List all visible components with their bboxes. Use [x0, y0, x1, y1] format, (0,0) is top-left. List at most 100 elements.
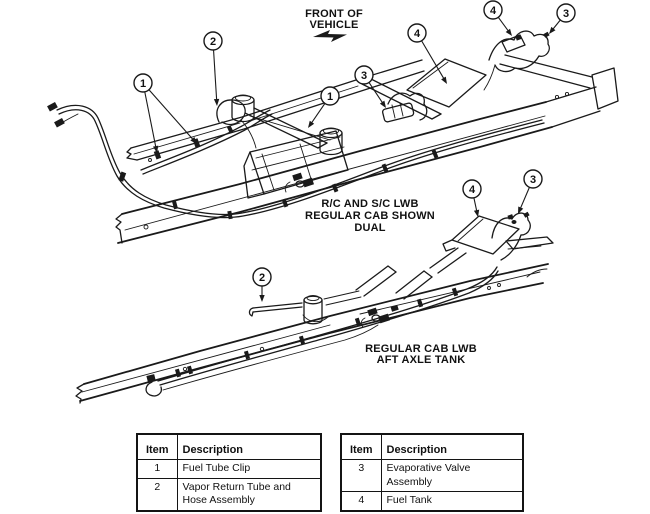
leader-arrowhead	[259, 295, 265, 302]
leader-arrowhead	[518, 206, 524, 214]
callout-number: 2	[210, 36, 216, 48]
fuel-lines	[157, 266, 499, 391]
far-rail-fuel-lines	[140, 109, 273, 175]
callout-number: 3	[563, 8, 569, 20]
midship-fuel-tank	[243, 130, 349, 199]
table-row: 1 Fuel Tube Clip	[136, 459, 322, 479]
filler-neck-mid	[319, 127, 343, 156]
leader-arrowhead	[152, 145, 159, 153]
callout-leader-line	[310, 103, 326, 125]
fuel-tube-clip	[431, 149, 439, 159]
bottom-diagram-caption-line2: AFT AXLE TANK	[377, 354, 466, 366]
callout-3: 3	[518, 169, 543, 214]
leader-arrowhead	[190, 136, 197, 144]
callout-3: 3	[354, 65, 386, 108]
fuel-tube-clip	[118, 171, 127, 182]
table-row: 3 Evaporative Valve Assembly	[340, 458, 524, 493]
callout-number: 2	[259, 272, 265, 284]
description-column-header: Description	[176, 433, 322, 460]
aft-fuel-tank	[406, 34, 526, 108]
callout-leader-line	[421, 40, 445, 80]
leader-arrowhead	[549, 26, 556, 34]
fuel-tube-clip	[186, 365, 194, 375]
fuel-tube-clip	[451, 287, 459, 297]
callout-number: 4	[414, 28, 421, 40]
front-of-vehicle-label-line2: VEHICLE	[309, 19, 358, 31]
leader-arrowhead	[308, 120, 315, 128]
callout-leader-line	[368, 82, 384, 105]
top-diagram: R/C AND S/C LWB REGULAR CAB SHOWN DUAL 1…	[47, 0, 619, 244]
item-description: Fuel Tube Clip	[176, 459, 322, 479]
leader-arrowhead	[505, 28, 512, 36]
callout-circle	[483, 0, 503, 20]
bottom-diagram-caption-line1: REGULAR CAB LWB	[365, 343, 477, 355]
evap-valve-assembly-rear	[483, 30, 550, 91]
fuel-line-connector-cluster	[284, 172, 314, 193]
callout-leader-line	[551, 19, 561, 31]
fuel-line-connector	[47, 102, 58, 112]
fuel-line-connector-cluster	[360, 304, 399, 328]
parts-table-items-1-2: Item Description 1 Fuel Tube Clip 2 Vapo…	[136, 433, 322, 512]
item-number: 4	[340, 491, 382, 512]
callout-circle	[133, 73, 153, 93]
callout-number: 4	[469, 184, 476, 196]
callout-4: 4	[462, 179, 482, 217]
table-header-row: Item Description	[136, 433, 322, 460]
callout-number: 3	[530, 174, 536, 186]
callout-2: 2	[203, 31, 223, 106]
front-direction-arrow-icon	[313, 30, 347, 42]
bottom-diagram: REGULAR CAB LWB AFT AXLE TANK 2 4 3	[75, 169, 554, 404]
fuel-line-connector	[54, 118, 65, 128]
fuel-tube-clip	[172, 200, 178, 210]
table-row: 2 Vapor Return Tube and Hose Assembly	[136, 477, 322, 512]
callout-leader-line	[213, 49, 218, 102]
callout-circle	[407, 23, 427, 43]
evap-valve-assembly	[491, 211, 531, 261]
crossmember-stubs	[355, 247, 467, 300]
table-header-row: Item Description	[340, 433, 524, 460]
fuel-tube-clip	[354, 317, 362, 327]
callout-1: 1	[308, 86, 340, 128]
callout-1: 1	[133, 73, 197, 153]
fuel-tube-clip	[227, 210, 233, 220]
top-diagram-caption-line1: R/C AND S/C LWB	[321, 198, 418, 210]
callout-number: 3	[361, 70, 367, 82]
fuel-tube-clip	[281, 198, 289, 208]
callout-circle	[354, 65, 374, 85]
frame-rail	[75, 263, 549, 404]
table-row: 4 Fuel Tank	[340, 491, 524, 512]
fuel-tube-clip	[381, 163, 389, 173]
item-description: Vapor Return Tube and Hose Assembly	[176, 477, 322, 512]
item-description: Fuel Tank	[380, 491, 524, 512]
item-number: 3	[340, 458, 382, 493]
fuel-tube-clip	[153, 150, 162, 160]
evap-valve-mid	[381, 92, 428, 123]
callout-leader-line	[497, 16, 510, 33]
description-column-header: Description	[380, 433, 524, 460]
leader-arrowhead	[441, 76, 447, 84]
main-fuel-line-bundle	[47, 102, 545, 220]
parts-table-items-3-4: Item Description 3 Evaporative Valve Ass…	[340, 433, 524, 512]
fuel-tube-clip	[226, 125, 234, 134]
fuel-system-diagram: FRONT OF VEHICLE	[47, 0, 619, 404]
fuel-tube-clip	[416, 298, 424, 308]
callout-leader-line	[473, 197, 478, 213]
callout-circle	[523, 169, 543, 189]
item-number: 2	[136, 477, 178, 512]
aft-axle-fuel-tank	[442, 215, 554, 278]
item-column-header: Item	[136, 433, 178, 460]
callout-circle	[252, 267, 272, 287]
fuel-tube-clip	[243, 350, 251, 360]
callout-number: 1	[327, 91, 333, 103]
bottom-diagram-callouts: 2 4 3	[252, 169, 543, 302]
item-description: Evaporative Valve Assembly	[380, 458, 524, 493]
vapor-return-tube-loop	[216, 99, 257, 149]
callout-leader-line	[144, 91, 157, 149]
callout-2: 2	[252, 267, 272, 302]
leader-arrowhead	[213, 98, 220, 106]
callout-circle	[203, 31, 223, 51]
callout-circle	[556, 3, 576, 23]
item-column-header: Item	[340, 433, 382, 460]
